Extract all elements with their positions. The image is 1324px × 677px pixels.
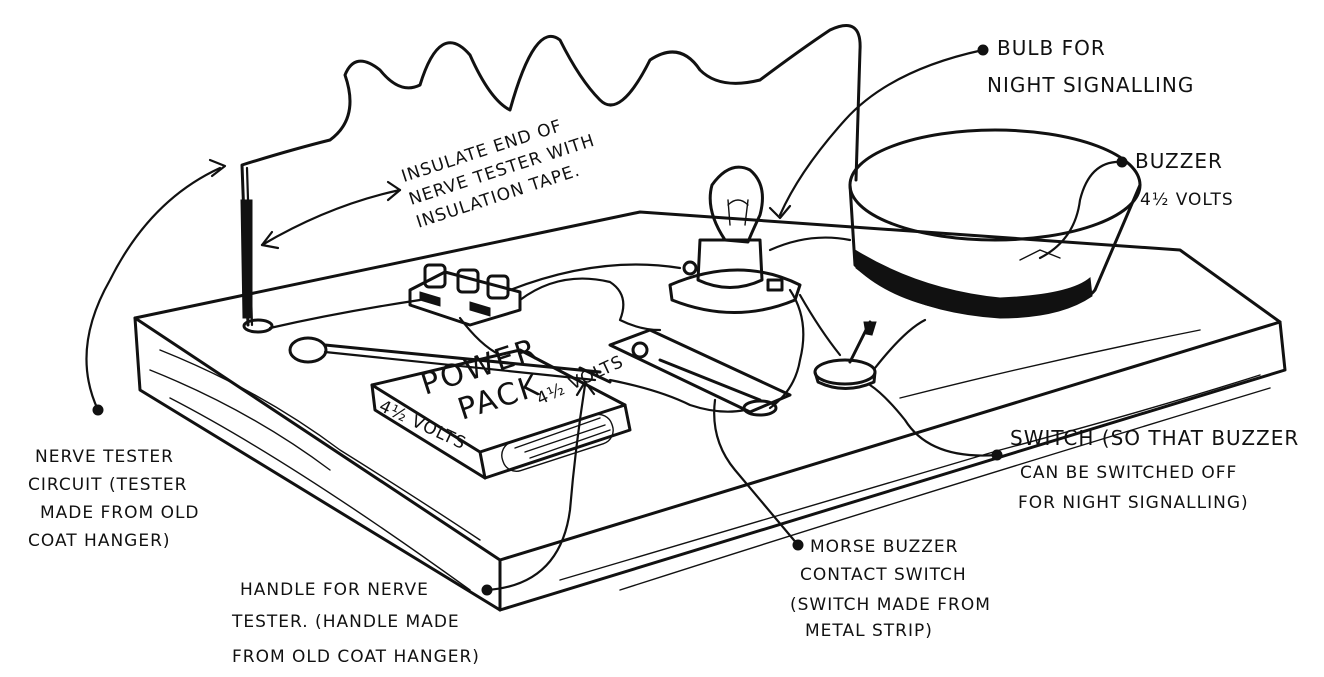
pointer-lines: [86, 45, 1127, 595]
label-buzzer-line1: Buzzer: [1135, 149, 1223, 173]
morse-contact-switch: [610, 330, 790, 415]
label-nerve-tester-line3: made from old: [40, 503, 200, 523]
label-morse-line3: (switch made from: [790, 595, 991, 615]
label-buzzer: Buzzer 4½ Volts: [1135, 149, 1234, 210]
label-morse-line2: contact switch: [800, 565, 967, 585]
label-morse-line1: Morse buzzer: [810, 537, 958, 557]
label-handle-line3: from old coat hanger): [232, 647, 480, 667]
label-handle: Handle for nerve tester. (handle made fr…: [231, 580, 480, 667]
label-morse-line4: metal strip): [805, 621, 933, 641]
label-nerve-tester-line2: circuit (tester: [28, 475, 187, 495]
label-switch-line3: for night signalling): [1018, 493, 1249, 513]
label-nerve-tester: Nerve tester circuit (tester made from o…: [28, 447, 200, 551]
label-switch: Switch (so that buzzer can be switched o…: [1010, 426, 1299, 513]
light-bulb: [710, 167, 762, 242]
label-switch-line2: can be switched off: [1020, 463, 1237, 483]
terminal-block: [410, 265, 520, 325]
buzzer: [850, 130, 1140, 318]
label-nerve-tester-line1: Nerve tester: [35, 447, 174, 467]
label-morse: Morse buzzer contact switch (switch made…: [790, 537, 991, 641]
power-pack-volts-side: 4½ Volts: [376, 396, 469, 454]
label-bulb-line2: Night signalling: [987, 73, 1194, 97]
label-handle-line2: tester. (handle made: [231, 612, 460, 632]
label-bulb: Bulb for Night signalling: [987, 36, 1194, 97]
label-buzzer-line2: 4½ Volts: [1140, 190, 1234, 210]
label-switch-line1: Switch (so that buzzer: [1010, 426, 1299, 450]
label-insulate: Insulate end of nerve tester with insula…: [399, 108, 605, 233]
bulb-holder: [670, 240, 800, 313]
label-nerve-tester-line4: coat hanger): [28, 531, 171, 551]
label-bulb-line1: Bulb for: [997, 36, 1106, 60]
label-handle-line1: Handle for nerve: [240, 580, 429, 600]
